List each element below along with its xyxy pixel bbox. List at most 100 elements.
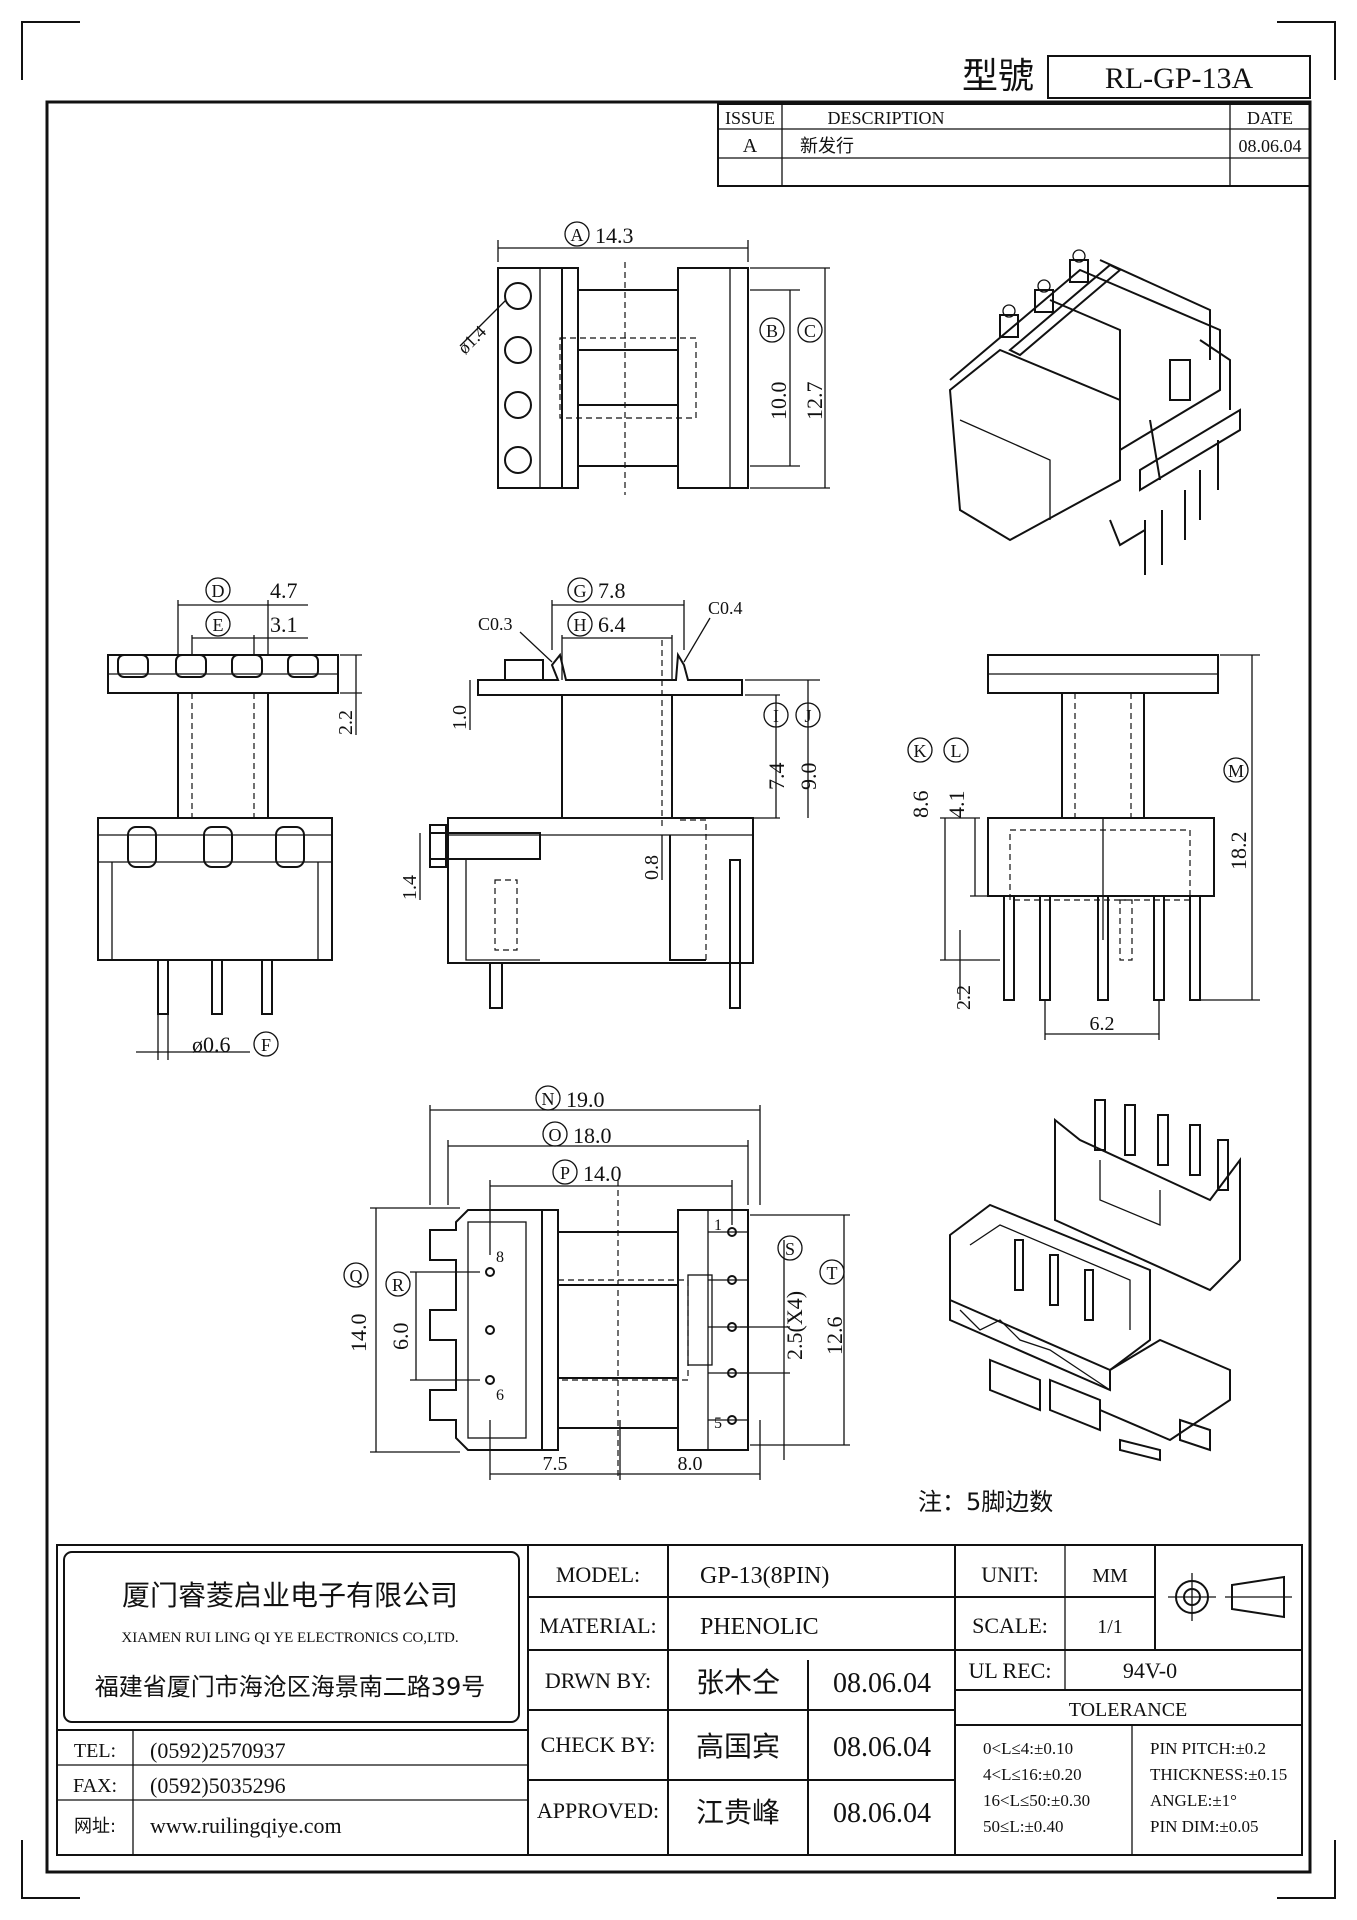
revision-date-header: DATE [1247,108,1293,128]
dim-A-label: A [571,225,584,245]
dim-F-value: ø0.6 [192,1032,231,1057]
dim-L-label: L [951,741,962,761]
corner-marks [21,21,1336,1899]
material-value: PHENOLIC [700,1614,819,1640]
tolerance-label: TOLERANCE [1069,1699,1188,1721]
dim-B-value: 10.0 [766,382,791,421]
dim-2-2-right: 2.2 [953,985,975,1010]
tel-label: TEL: [74,1740,116,1762]
dim-M-value: 18.2 [1226,832,1251,871]
drawing-frame [45,100,1312,1874]
pin-label-1: 1 [714,1217,722,1234]
tol-4: 50≤L:±0.40 [983,1817,1064,1836]
dim-J-value: 9.0 [796,763,821,791]
tol-1: 0<L≤4:±0.10 [983,1739,1073,1758]
fax-value: (0592)5035296 [150,1773,286,1798]
tel-value: (0592)2570937 [150,1738,286,1763]
dim-N-value: 19.0 [566,1087,605,1112]
dim-D-value: 4.7 [270,578,298,603]
right-view: K 8.6 L 4.1 M 18.2 2.2 6.2 [907,654,1260,1040]
scale-label: SCALE: [972,1613,1048,1638]
revision-issue-cell: A [743,135,758,157]
drwn-date: 08.06.04 [833,1668,931,1699]
dim-1-0: 1.0 [449,705,471,730]
dim-E-label: E [213,615,224,635]
dim-N-label: N [542,1089,555,1109]
dim-E-value: 3.1 [270,612,298,637]
web-label: 网址: [74,1816,116,1837]
dim-C03: C0.3 [478,614,513,634]
approved-label: APPROVED: [537,1798,659,1823]
dim-A-value: 14.3 [595,223,634,248]
tol-pin-pitch: PIN PITCH:±0.2 [1150,1739,1266,1758]
dim-T-value: 12.6 [822,1317,847,1356]
pin-label-5: 5 [714,1415,722,1432]
model-header: 型號 RL-GP-13A [962,55,1311,99]
model-header-label: 型號 [962,56,1034,96]
check-name: 高国宾 [696,1730,780,1763]
ul-value: 94V-0 [1123,1658,1177,1683]
material-label: MATERIAL: [539,1613,656,1638]
web-value: www.ruilingqiye.com [150,1813,342,1838]
approved-date: 08.06.04 [833,1798,931,1829]
dim-G-value: 7.8 [598,578,626,603]
dim-J-label: J [804,706,811,726]
dim-I-label: I [773,706,779,726]
check-label: CHECK BY: [541,1732,656,1757]
drwn-name: 张木仝 [696,1666,780,1699]
left-view: D 4.7 E 3.1 2.2 ø0.6 F [97,577,362,1060]
dim-Q-label: Q [350,1266,363,1286]
dim-K-label: K [914,741,927,761]
front-view: G 7.8 H 6.4 C0.3 C0.4 1.0 I 7.4 J 9.0 1.… [399,577,821,1009]
scale-value: 1/1 [1097,1616,1123,1638]
company-address: 福建省厦门市海沧区海景南二路39号 [95,1673,486,1701]
tol-3: 16<L≤50:±0.30 [983,1791,1090,1810]
pin-label-6: 6 [496,1387,504,1404]
dim-2-2-left: 2.2 [335,710,357,735]
dim-C-value: 12.7 [802,382,827,421]
dim-R-label: R [392,1275,404,1295]
revision-description-cell: 新发行 [800,136,854,157]
iso-view-top [948,249,1241,575]
dim-6-2: 6.2 [1090,1013,1115,1035]
revision-description-header: DESCRIPTION [827,108,944,128]
dim-0-8: 0.8 [641,855,663,880]
dim-H-label: H [574,615,587,635]
dim-G-label: G [574,581,587,601]
tol-thickness: THICKNESS:±0.15 [1150,1765,1287,1784]
dim-L-value: 4.1 [944,791,969,819]
revision-table: ISSUE DESCRIPTION DATE A 新发行 08.06.04 [717,103,1311,187]
tol-2: 4<L≤16:±0.20 [983,1765,1082,1784]
top-view: A 14.3 B 10.0 C 12.7 ø1.4 [454,221,830,495]
revision-date-cell: 08.06.04 [1239,136,1302,156]
dim-F-label: F [261,1035,271,1055]
unit-label: UNIT: [981,1562,1039,1587]
ul-label: UL REC: [969,1658,1052,1683]
dim-1-4: 1.4 [399,875,421,900]
dim-B-label: B [766,321,778,341]
company-name-en: XIAMEN RUI LING QI YE ELECTRONICS CO,LTD… [121,1630,458,1646]
drwn-label: DRWN BY: [545,1668,651,1693]
projection-symbol-icon [1168,1573,1292,1621]
model-value: GP-13(8PIN) [700,1563,829,1589]
title-block: 厦门睿菱启业电子有限公司 XIAMEN RUI LING QI YE ELECT… [56,1544,1303,1856]
bottom-view: 8 6 1 5 N 19.0 O 18.0 P 14.0 Q 14.0 R 6.… [343,1085,850,1480]
note-text: 注：5脚边数 [918,1488,1053,1516]
pin-label-8: 8 [496,1249,504,1266]
model-header-value: RL-GP-13A [1105,62,1254,95]
dim-O-value: 18.0 [573,1123,612,1148]
dim-P-value: 14.0 [583,1161,622,1186]
tol-pin-dim: PIN DIM:±0.05 [1150,1817,1259,1836]
company-name-cn: 厦门睿菱启业电子有限公司 [122,1579,458,1612]
model-label: MODEL: [556,1562,640,1587]
dim-P-label: P [560,1163,570,1183]
dim-K-value: 8.6 [908,791,933,819]
dim-D-label: D [212,581,225,601]
fax-label: FAX: [73,1775,117,1797]
tol-angle: ANGLE:±1° [1150,1791,1237,1810]
dim-hole-diameter: ø1.4 [454,321,490,357]
dim-S-value: 2.5(X4) [782,1291,807,1360]
dim-I-value: 7.4 [764,763,789,791]
dim-7-5: 7.5 [543,1453,568,1475]
